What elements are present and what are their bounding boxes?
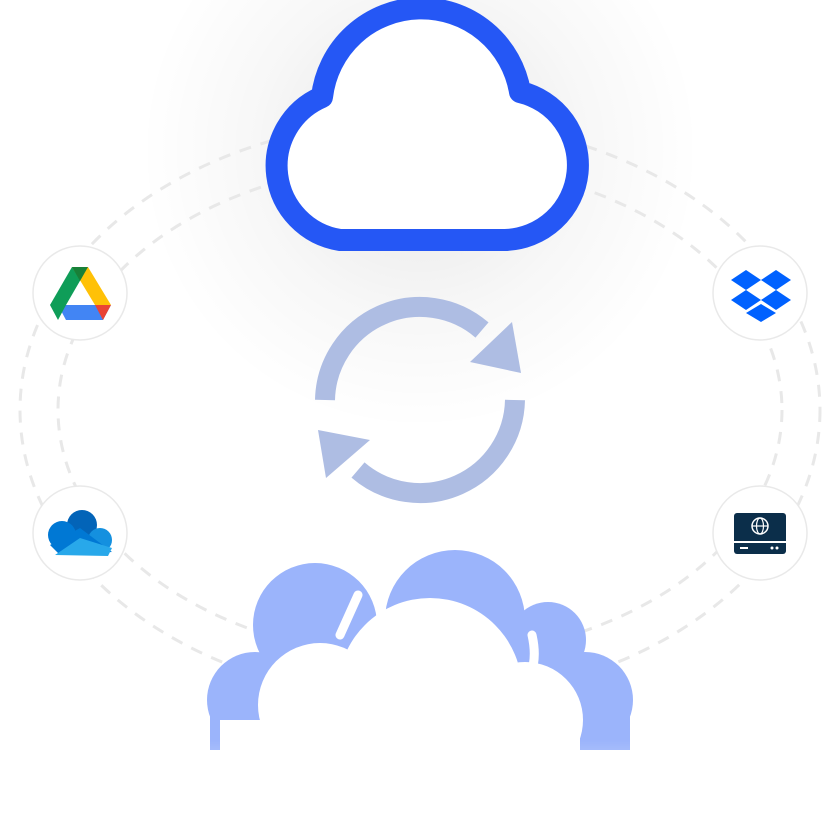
dropbox-icon — [731, 270, 791, 322]
onedrive-icon — [48, 510, 112, 556]
web-server-badge[interactable] — [712, 485, 808, 581]
cloud-outline-icon — [265, 0, 589, 251]
google-drive-badge[interactable] — [32, 245, 128, 341]
sync-icon — [315, 297, 525, 503]
inner-orbit — [56, 160, 784, 660]
dropbox-badge[interactable] — [712, 245, 808, 341]
web-server-icon — [734, 513, 786, 554]
google-drive-icon — [50, 267, 111, 320]
onedrive-badge[interactable] — [32, 485, 128, 581]
cloud-cluster-icon — [180, 550, 660, 840]
